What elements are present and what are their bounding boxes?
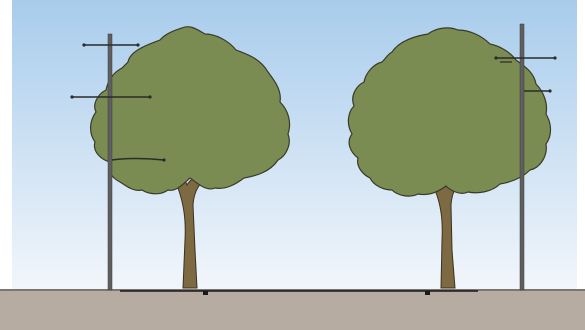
left-insulator [70, 95, 73, 98]
left-marker [203, 291, 208, 295]
right-insulator [553, 56, 556, 59]
right-insulator [494, 56, 497, 59]
left-pole-shaft [108, 34, 112, 290]
right-marker [425, 291, 430, 295]
right-insulator [548, 89, 551, 92]
left-insulator [136, 43, 139, 46]
frame-left-border [0, 0, 12, 289]
left-insulator [148, 95, 151, 98]
ground [0, 289, 585, 330]
left-insulator [82, 43, 85, 46]
frame-right-border [577, 0, 585, 289]
left-insulator [162, 158, 165, 161]
right-pole-shaft [520, 24, 524, 290]
